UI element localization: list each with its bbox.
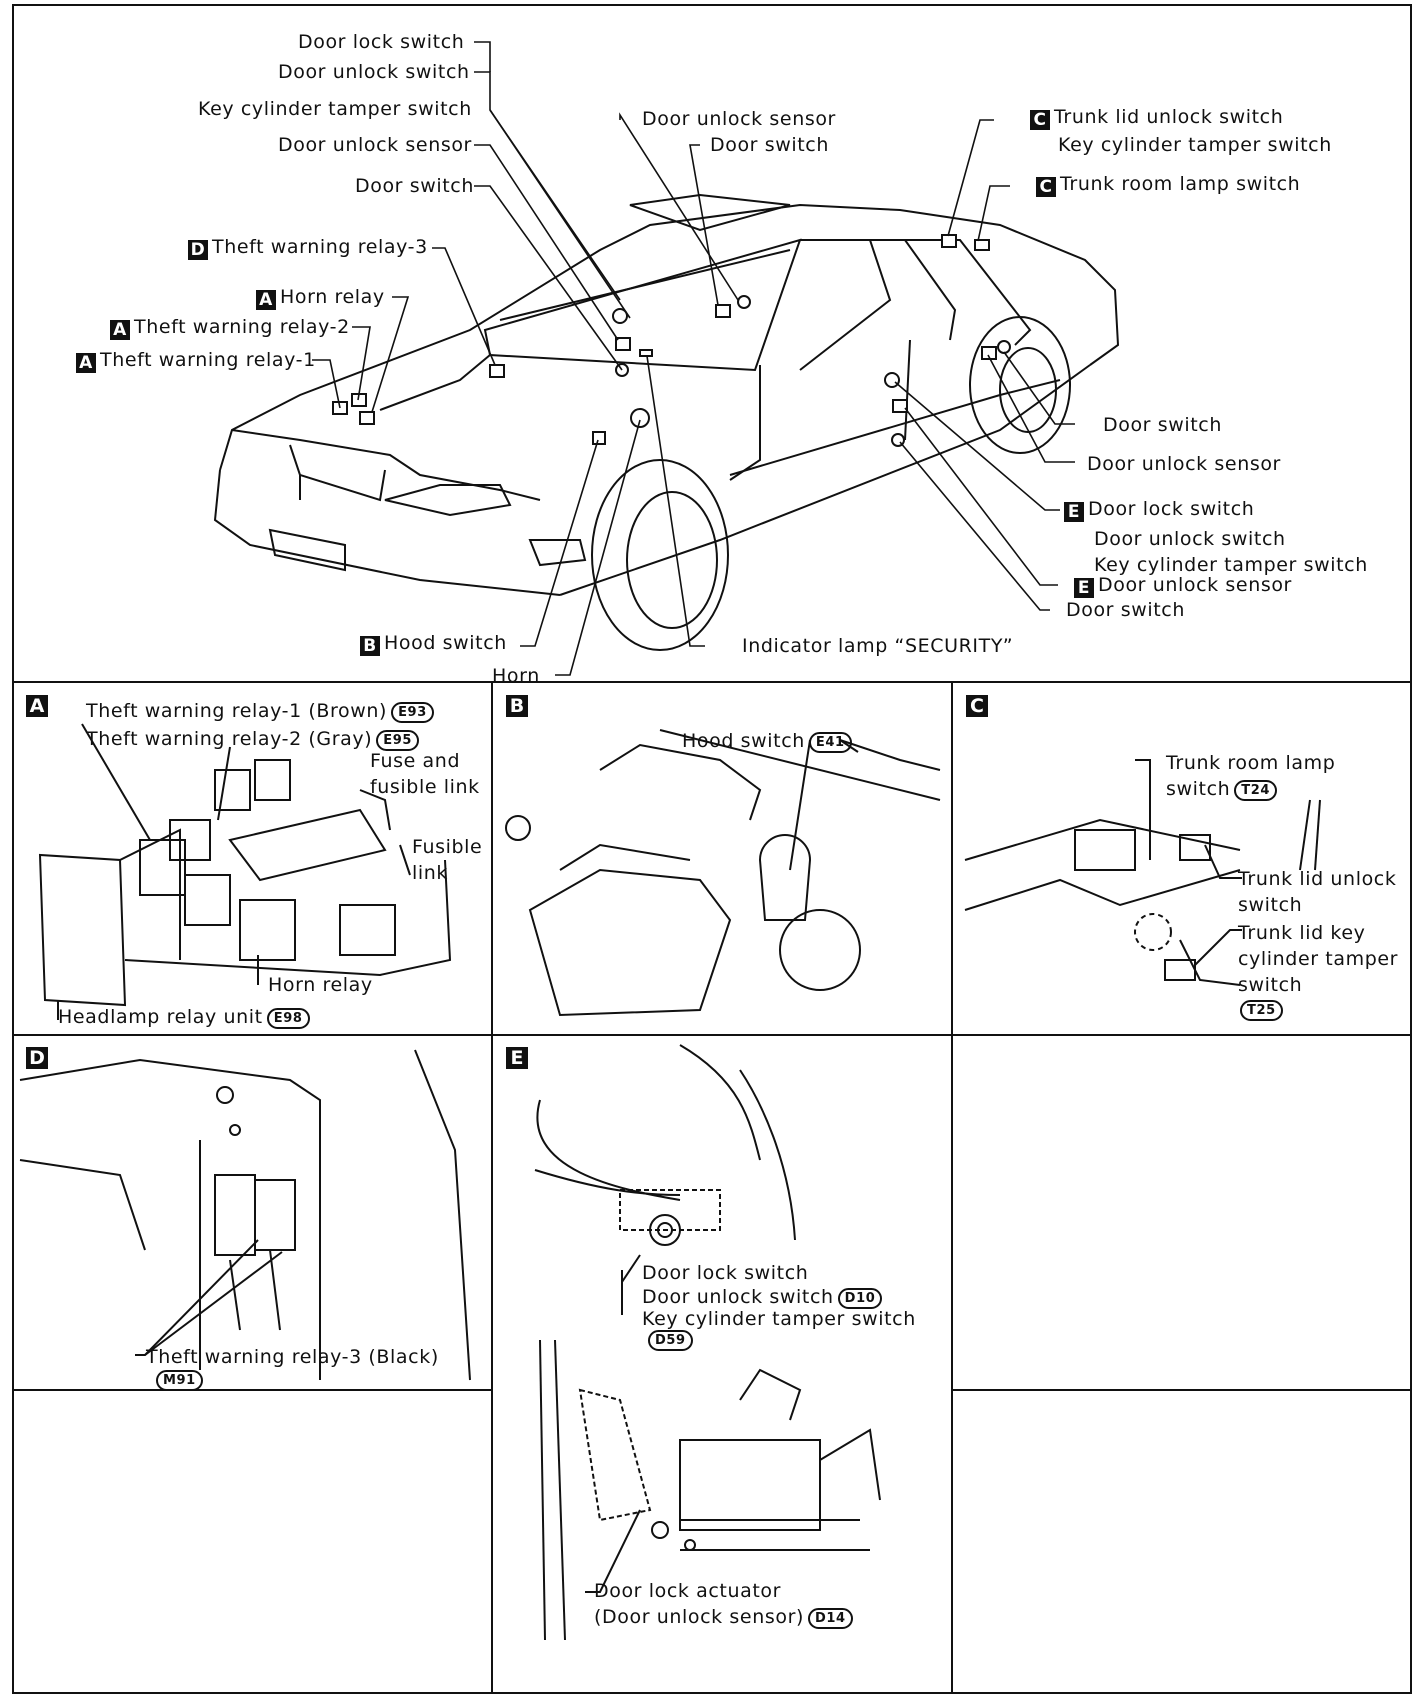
label-door-switch-left: Door switch	[355, 175, 474, 197]
component-markers	[332, 234, 1011, 447]
label-door-unlock-switch-left: Door unlock switch	[278, 61, 470, 83]
box-letter-a: A	[110, 320, 130, 340]
panel-a-horn-relay: Horn relay	[268, 974, 373, 996]
box-letter-c: C	[1036, 177, 1056, 197]
box-letter-e: E	[1064, 502, 1084, 522]
label-door-switch-right: Door switch	[1066, 599, 1185, 621]
callout-lines	[312, 41, 1075, 676]
panel-letter-e: E	[506, 1047, 528, 1069]
label-door-unlock-switch-right: Door unlock switch	[1094, 528, 1286, 550]
panel-a-fusible-2: link	[412, 862, 449, 884]
panel-a-fusible-1: Fusible	[412, 836, 483, 858]
panel-c-trunk-unlock-1: Trunk lid unlock	[1238, 868, 1397, 890]
panel-e-art	[534, 1044, 881, 1641]
label-door-switch-center: Door switch	[710, 134, 829, 156]
panel-e-key-cyl: Key cylinder tamper switch	[642, 1308, 916, 1330]
panel-c-art	[964, 759, 1321, 986]
panel-b-art	[505, 729, 941, 1017]
panel-c-trunk-key-2: cylinder tamper	[1238, 948, 1399, 970]
panel-d-art	[19, 1049, 471, 1381]
panel-a-art	[38, 723, 452, 1020]
label-door-lock-switch-left: Door lock switch	[298, 31, 465, 53]
panel-d-theft-relay-3: Theft warning relay-3 (Black)	[146, 1346, 439, 1368]
panel-d-conn: M91	[152, 1370, 203, 1391]
panel-letter-a: A	[26, 695, 48, 717]
panel-e-door-lock: Door lock switch	[642, 1262, 809, 1284]
label-door-unlock-sensor-left: Door unlock sensor	[278, 134, 472, 156]
diagram-frame	[12, 4, 1412, 1694]
panel-letter-c: C	[966, 695, 988, 717]
panel-letter-d: D	[26, 1047, 48, 1069]
box-letter-d: D	[188, 240, 208, 260]
box-letter-b: B	[360, 636, 380, 656]
label-door-switch-rear: Door switch	[1103, 414, 1222, 436]
panel-c-trunk-key-4: T25	[1236, 1000, 1283, 1021]
box-letter-a: A	[256, 290, 276, 310]
box-letter-e: E	[1074, 578, 1094, 598]
panel-a-theft-relay-1: Theft warning relay-1 (Brown)E93	[86, 702, 434, 723]
panel-e-sensor: (Door unlock sensor)D14	[594, 1608, 853, 1629]
box-letter-a: A	[76, 353, 96, 373]
label-door-unlock-sensor-rear: Door unlock sensor	[1087, 453, 1281, 475]
label-key-cylinder-tamper-switch-left: Key cylinder tamper switch	[198, 98, 472, 120]
label-horn: Horn	[492, 665, 540, 687]
panel-c-trunk-key-3: switch	[1238, 974, 1303, 996]
panel-a-theft-relay-2: Theft warning relay-2 (Gray)E95	[86, 730, 420, 751]
panel-c-trunk-unlock-2: switch	[1238, 894, 1303, 916]
car-illustration	[213, 193, 1120, 651]
label-key-cylinder-tamper-switch-trunk: Key cylinder tamper switch	[1058, 134, 1332, 156]
box-letter-c: C	[1030, 110, 1050, 130]
label-indicator-lamp: Indicator lamp “SECURITY”	[742, 635, 1014, 657]
panel-a-fuse-1: Fuse and	[370, 750, 461, 772]
panel-e-actuator: Door lock actuator	[594, 1580, 782, 1602]
panel-c-trunk-room-1: Trunk room lamp	[1166, 752, 1336, 774]
label-door-unlock-sensor-center: Door unlock sensor	[642, 108, 836, 130]
label-key-cylinder-tamper-switch-right: Key cylinder tamper switch	[1094, 554, 1368, 576]
panel-letter-b: B	[506, 695, 528, 717]
panel-e-conn: D59	[644, 1330, 693, 1351]
panel-c-trunk-key-1: Trunk lid key	[1238, 922, 1366, 944]
panel-a-fuse-2: fusible link	[370, 776, 480, 798]
